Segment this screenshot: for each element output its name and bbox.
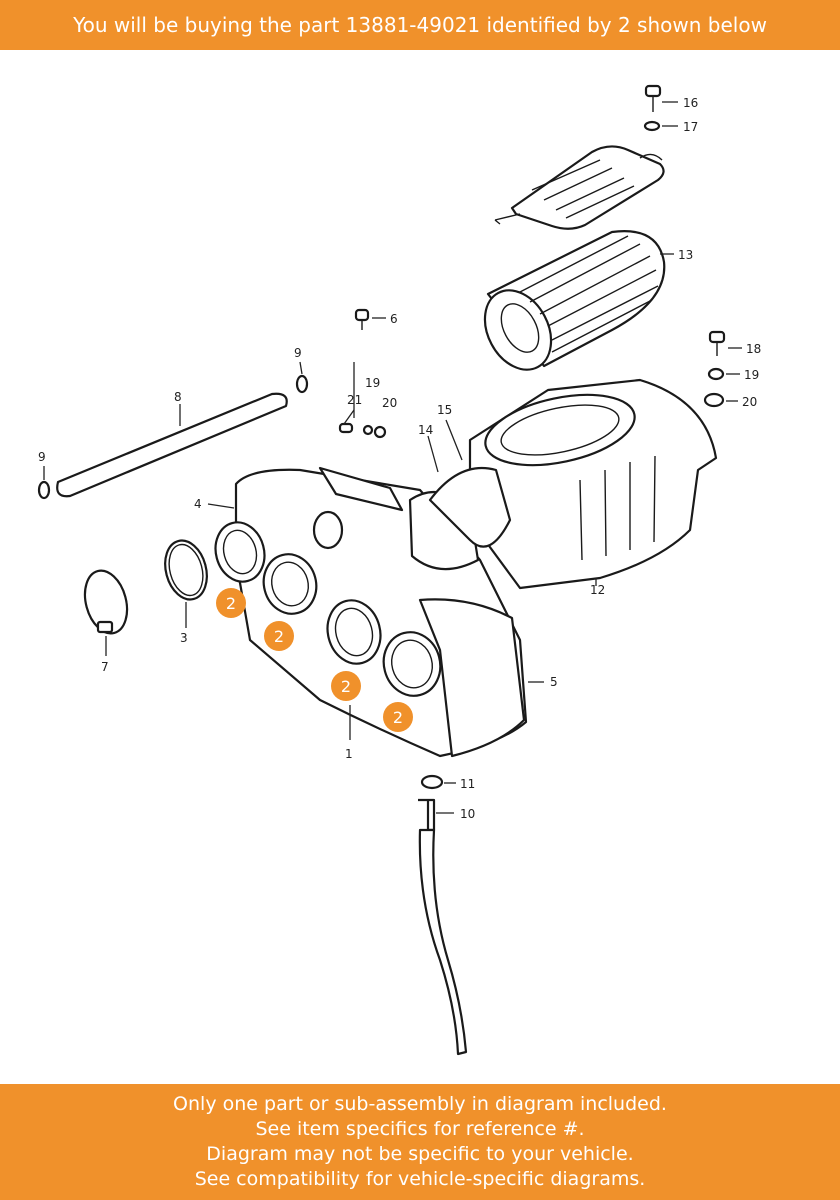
- part-2-badge: 2: [331, 671, 361, 701]
- label-16: 16: [683, 96, 698, 110]
- label-7: 7: [101, 660, 109, 674]
- label-17: 17: [683, 120, 698, 134]
- part-2-badge-label: 2: [341, 677, 351, 696]
- filter-cover-drawing: [494, 145, 665, 230]
- intake-boot-3-drawing: [326, 599, 382, 665]
- part-2-badge: 2: [216, 588, 246, 618]
- label-19-top: 19: [365, 376, 380, 390]
- air-filter-drawing: [483, 230, 666, 371]
- part-2-badge-label: 2: [393, 708, 403, 727]
- air-box-main-drawing: [234, 466, 528, 758]
- screw-21-drawing: [338, 422, 387, 439]
- label-11: 11: [460, 777, 475, 791]
- label-18: 18: [746, 342, 761, 356]
- parts-diagram: 16 17 13 6 18 19 20 9 8 9 19 20 21 15 14…: [0, 50, 840, 1084]
- label-21: 21: [347, 393, 362, 407]
- tube-8-drawing: [56, 392, 288, 498]
- part-2-badge-label: 2: [274, 627, 284, 646]
- label-3: 3: [180, 631, 188, 645]
- intake-boot-2-drawing: [262, 553, 318, 615]
- label-15: 15: [437, 403, 452, 417]
- label-20-top: 20: [382, 396, 397, 410]
- air-box-rear-drawing: [468, 378, 718, 590]
- label-1: 1: [345, 747, 353, 761]
- top-banner-text: You will be buying the part 13881-49021 …: [73, 13, 767, 37]
- clamp-7-drawing: [83, 569, 129, 635]
- bolt-16-drawing: [643, 84, 662, 132]
- label-4: 4: [194, 497, 202, 511]
- label-13: 13: [678, 248, 693, 262]
- label-12: 12: [590, 583, 605, 597]
- bolt-18-drawing: [703, 330, 726, 408]
- disclaimer-line-4: See compatibility for vehicle-specific d…: [194, 1168, 646, 1190]
- clip-11-drawing: [420, 774, 444, 790]
- disclaimer-line-2: See item specifics for reference #.: [255, 1118, 585, 1140]
- part-2-badge: 2: [264, 621, 294, 651]
- intake-boot-1-drawing: [214, 521, 266, 583]
- disclaimer-line-3: Diagram may not be specific to your vehi…: [206, 1143, 634, 1165]
- ring-3-drawing: [164, 539, 208, 601]
- label-5: 5: [550, 675, 558, 689]
- bottom-banner: Only one part or sub-assembly in diagram…: [0, 1084, 840, 1200]
- label-10: 10: [460, 807, 475, 821]
- part-2-badge: 2: [383, 702, 413, 732]
- label-19-right: 19: [744, 368, 759, 382]
- clip-9-top-drawing: [295, 374, 309, 394]
- diagram-svg: 16 17 13 6 18 19 20 9 8 9 19 20 21 15 14…: [37, 84, 761, 1056]
- label-14: 14: [418, 423, 433, 437]
- label-6: 6: [390, 312, 398, 326]
- leader-lines: [43, 101, 742, 814]
- part-2-badge-label: 2: [226, 594, 236, 613]
- label-9-left: 9: [38, 450, 46, 464]
- label-8: 8: [174, 390, 182, 404]
- screw-6-drawing: [354, 308, 370, 330]
- clip-9-left-drawing: [37, 480, 51, 500]
- hose-10-drawing: [418, 798, 468, 1056]
- label-20-right: 20: [742, 395, 757, 409]
- disclaimer-line-1: Only one part or sub-assembly in diagram…: [173, 1093, 667, 1115]
- top-banner: You will be buying the part 13881-49021 …: [0, 0, 840, 50]
- intake-boot-4-drawing: [382, 631, 442, 697]
- label-9-top: 9: [294, 346, 302, 360]
